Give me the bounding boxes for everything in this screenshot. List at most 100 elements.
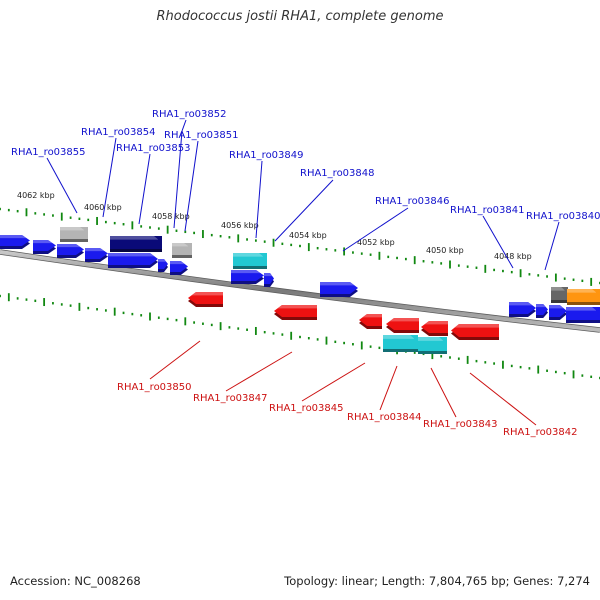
upper-track-minor-tick xyxy=(431,261,434,264)
lower-track-minor-tick xyxy=(299,335,301,339)
lower-track-major-tick xyxy=(431,351,434,360)
forward-gene-highlight xyxy=(172,243,188,247)
forward-gene xyxy=(172,243,192,258)
scale-label: 4048 kbp xyxy=(494,252,532,261)
upper-track-minor-tick xyxy=(440,262,443,265)
lower-track-major-tick xyxy=(184,317,187,326)
upper-track-minor-tick xyxy=(34,212,37,215)
scale-label: 4054 kbp xyxy=(289,231,327,240)
gene-label-forward: RHA1_ro03848 xyxy=(300,168,375,179)
upper-track-minor-tick xyxy=(493,268,496,272)
upper-track-minor-tick xyxy=(0,207,1,211)
forward-gene xyxy=(320,282,358,297)
forward-gene-highlight xyxy=(108,253,154,257)
lower-track-minor-tick xyxy=(34,299,37,303)
upper-track-major-tick xyxy=(237,234,240,243)
forward-gene-highlight xyxy=(0,235,26,239)
lower-track-minor-tick xyxy=(16,297,19,300)
lower-track-major-tick xyxy=(502,360,504,369)
lower-track-major-tick xyxy=(7,293,10,302)
gene-label-forward: RHA1_ro03840 xyxy=(526,211,600,222)
lower-track-major-tick xyxy=(219,322,222,331)
upper-track-minor-tick xyxy=(69,216,72,219)
forward-gene xyxy=(108,253,158,268)
reverse-gene-highlight xyxy=(425,321,448,325)
lower-track-minor-tick xyxy=(96,308,98,311)
forward-gene xyxy=(60,227,88,242)
upper-track-major-tick xyxy=(131,221,134,230)
lower-track-minor-tick xyxy=(352,343,354,346)
lower-track-minor-tick xyxy=(263,330,266,334)
lower-track-minor-tick xyxy=(457,357,460,360)
upper-track-minor-tick xyxy=(290,243,293,247)
lower-track-major-tick xyxy=(290,331,293,340)
lower-track-minor-tick xyxy=(210,323,213,327)
upper-track-major-tick xyxy=(60,212,63,221)
reverse-gene-highlight xyxy=(455,324,499,328)
lower-track-minor-tick xyxy=(202,322,204,325)
lower-track-minor-tick xyxy=(25,298,28,301)
upper-track-minor-tick xyxy=(546,275,548,278)
scale-label: 4062 kbp xyxy=(17,191,55,200)
upper-track-major-tick xyxy=(166,225,169,234)
upper-track-minor-tick xyxy=(387,255,390,259)
lower-track-minor-tick xyxy=(343,341,346,345)
gene-label-forward: RHA1_ro03852 xyxy=(152,109,227,120)
leader-line xyxy=(138,153,151,225)
lower-track-minor-tick xyxy=(0,294,1,298)
upper-track-minor-tick xyxy=(325,248,328,251)
lower-track-minor-tick xyxy=(581,374,584,377)
leader-line xyxy=(184,140,199,232)
lower-track-minor-tick xyxy=(528,367,531,370)
forward-gene-highlight xyxy=(233,253,263,257)
upper-track-major-tick xyxy=(202,230,204,239)
leader-line xyxy=(46,157,78,214)
leader-line xyxy=(301,362,366,402)
lower-track-minor-tick xyxy=(369,345,372,348)
gene-label-reverse: RHA1_ro03847 xyxy=(193,393,268,404)
upper-track-minor-tick xyxy=(422,260,425,263)
reverse-gene-highlight xyxy=(363,314,382,318)
upper-track-minor-tick xyxy=(7,208,10,212)
upper-track-minor-tick xyxy=(254,239,257,242)
forward-gene-highlight xyxy=(170,261,185,265)
gene-label-forward: RHA1_ro03849 xyxy=(229,150,304,161)
lower-track-minor-tick xyxy=(475,359,478,363)
upper-track-major-tick xyxy=(25,208,28,217)
forward-gene xyxy=(536,304,548,318)
upper-track-minor-tick xyxy=(210,233,213,237)
lower-track-minor-tick xyxy=(440,355,443,358)
leader-line xyxy=(379,365,398,411)
forward-gene-highlight xyxy=(509,302,532,306)
upper-track-minor-tick xyxy=(87,218,90,222)
lower-track-minor-tick xyxy=(307,337,310,340)
forward-gene xyxy=(33,240,56,254)
forward-gene-highlight xyxy=(57,244,80,248)
forward-gene xyxy=(158,259,168,272)
lower-track-minor-tick xyxy=(175,318,178,322)
leader-line xyxy=(430,367,457,418)
lower-track-major-tick xyxy=(254,326,257,335)
lower-track-minor-tick xyxy=(272,332,275,335)
lower-track-minor-tick xyxy=(378,346,381,350)
upper-track-minor-tick xyxy=(157,227,160,230)
upper-track-minor-tick xyxy=(184,230,187,234)
forward-gene-highlight xyxy=(567,289,596,293)
upper-track-minor-tick xyxy=(334,249,337,252)
lower-track-minor-tick xyxy=(140,314,143,317)
forward-gene xyxy=(85,248,108,262)
lower-track-minor-tick xyxy=(87,306,90,310)
forward-gene xyxy=(57,244,84,258)
reverse-gene-highlight xyxy=(390,318,419,322)
lower-track-major-tick xyxy=(537,365,540,374)
leader-line xyxy=(274,179,334,242)
forward-gene xyxy=(233,253,267,269)
gene-label-reverse: RHA1_ro03843 xyxy=(423,419,498,430)
lower-track-minor-tick xyxy=(237,327,240,330)
lower-track-minor-tick xyxy=(484,361,487,364)
lower-track-major-tick xyxy=(466,355,469,364)
upper-track-minor-tick xyxy=(528,273,531,276)
reverse-gene-highlight xyxy=(383,335,414,339)
upper-track-major-tick xyxy=(378,251,381,260)
